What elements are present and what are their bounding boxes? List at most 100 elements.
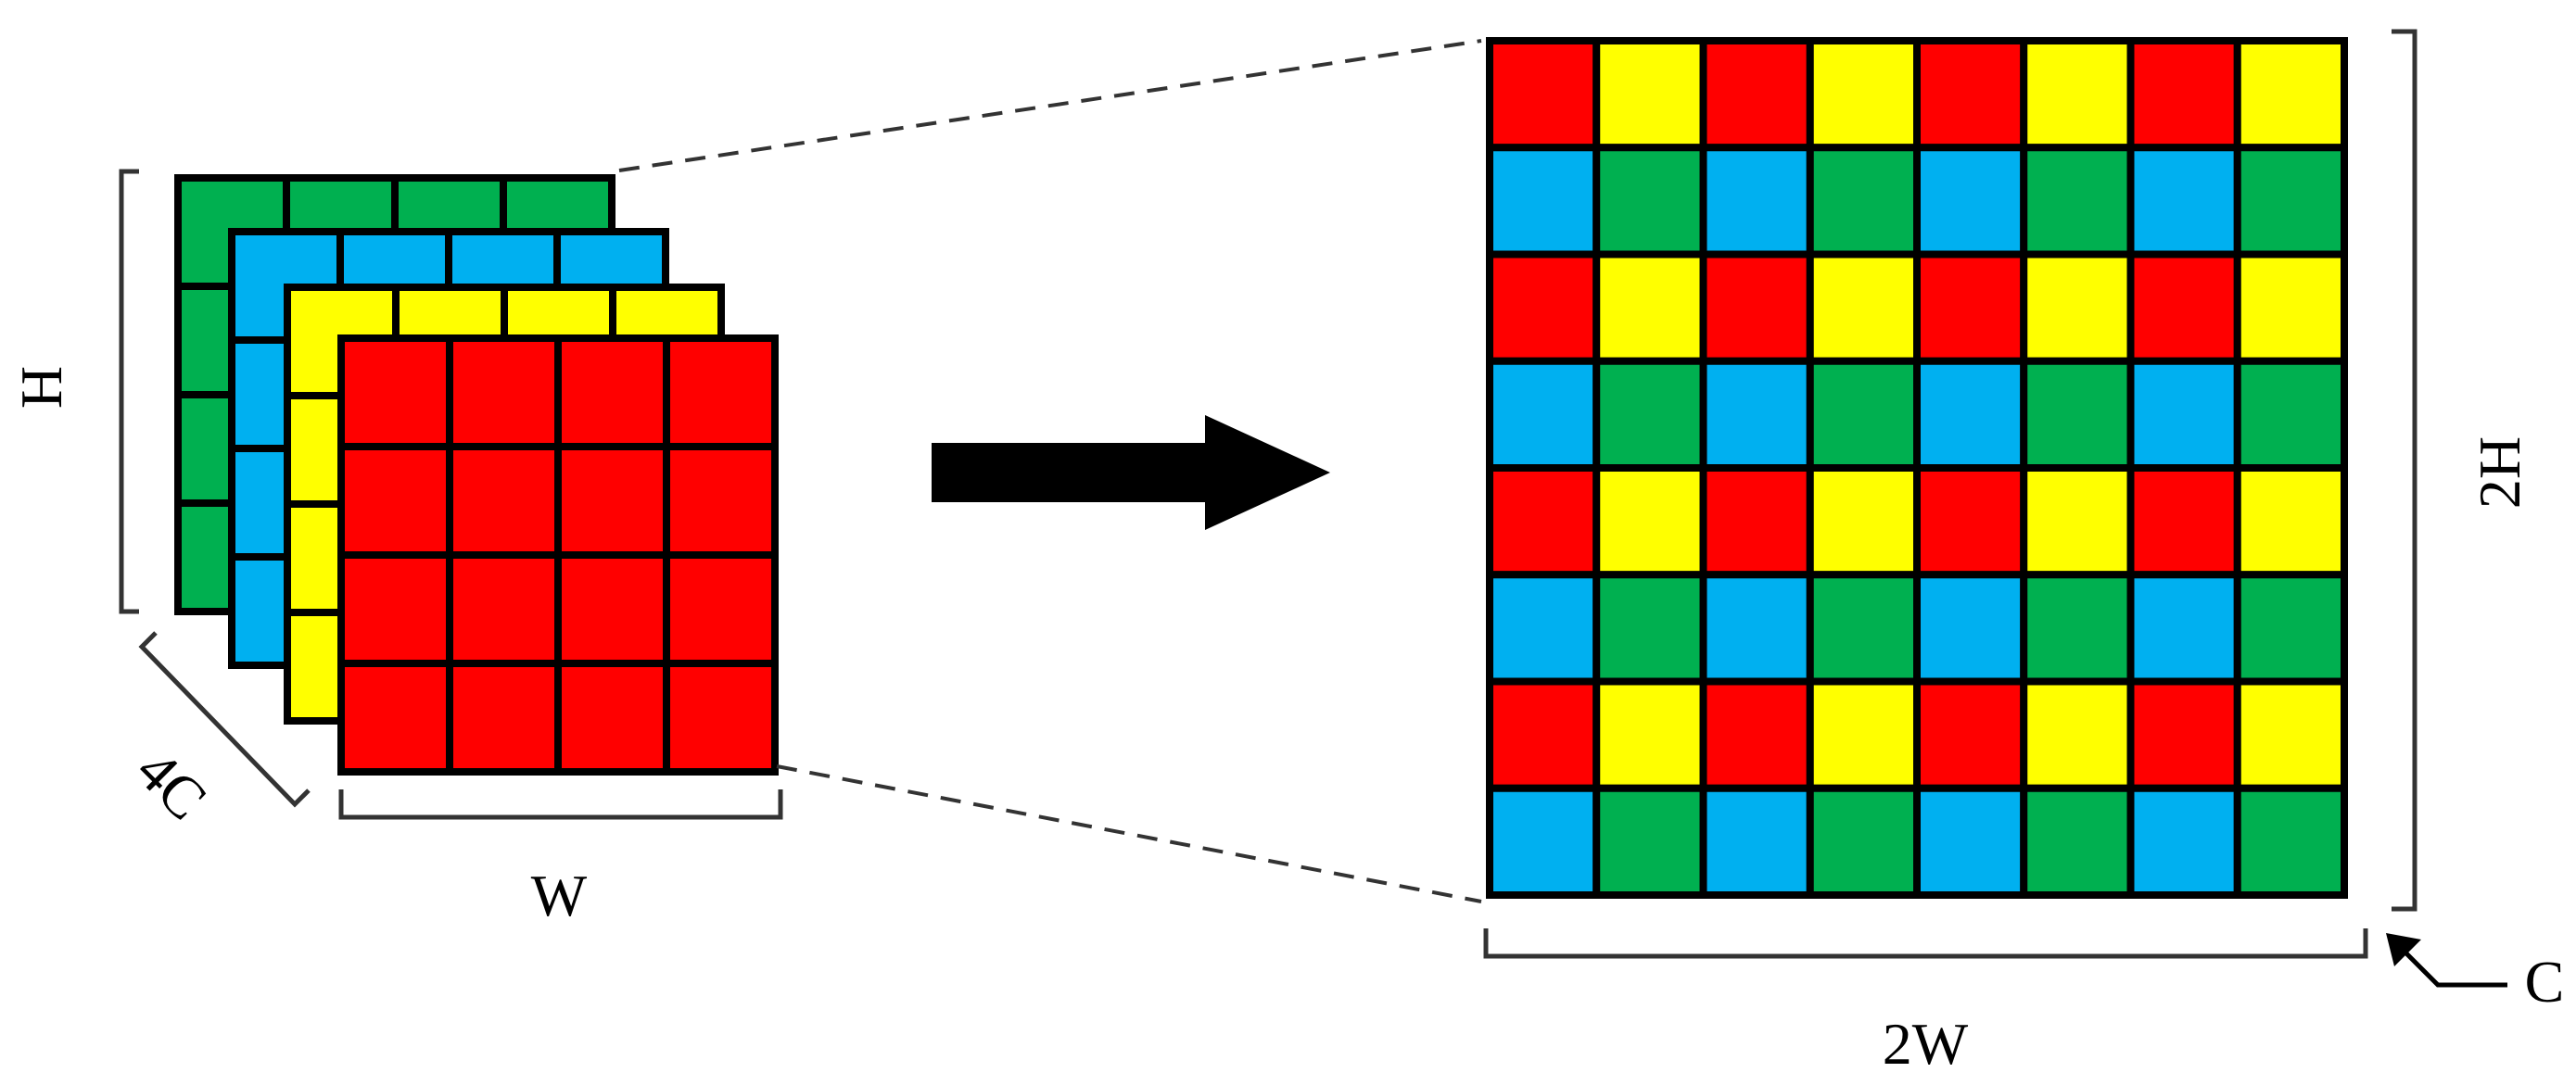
- output-cell: [1593, 464, 1707, 579]
- output-cell: [1806, 37, 1921, 152]
- output-cell: [2126, 37, 2241, 152]
- output-cell: [1486, 357, 1601, 472]
- width-bracket: [338, 789, 783, 820]
- output-cell: [2233, 357, 2348, 472]
- output-cell: [1913, 37, 2028, 152]
- output-cell: [2233, 144, 2348, 259]
- label-input-channels: 4C: [124, 737, 220, 832]
- output-cell: [1806, 144, 1921, 259]
- output-cell: [1806, 571, 1921, 686]
- output-cell: [1913, 784, 2028, 899]
- output-cell: [1486, 677, 1601, 792]
- input-layer-red: [337, 334, 779, 776]
- output-cell: [1593, 677, 1707, 792]
- output-height-bracket: [2392, 29, 2417, 912]
- output-cell: [2233, 464, 2348, 579]
- output-cell: [2233, 677, 2348, 792]
- output-feature-map: [1486, 37, 2348, 899]
- output-cell: [1913, 571, 2028, 686]
- output-cell: [1913, 144, 2028, 259]
- channel-pointer-arrow-icon: [2392, 940, 2507, 988]
- input-cell: [554, 334, 670, 450]
- output-cell: [1699, 784, 1814, 899]
- output-cell: [1699, 677, 1814, 792]
- output-cell: [1699, 571, 1814, 686]
- output-cell: [2126, 144, 2241, 259]
- label-output-height: 2H: [2467, 436, 2532, 509]
- output-cell: [1486, 37, 1601, 152]
- input-cell: [554, 443, 670, 559]
- input-cell: [446, 334, 562, 450]
- output-cell: [1806, 464, 1921, 579]
- input-cell: [446, 551, 562, 667]
- input-cell: [663, 443, 779, 559]
- input-cell: [337, 443, 453, 559]
- output-cell: [2020, 784, 2135, 899]
- output-cell: [1593, 784, 1707, 899]
- output-cell: [1593, 357, 1707, 472]
- input-cell: [554, 660, 670, 776]
- output-cell: [1699, 357, 1814, 472]
- input-cell: [337, 660, 453, 776]
- input-feature-maps: [174, 174, 779, 776]
- channels-bracket: [138, 631, 311, 808]
- output-cell: [1486, 144, 1601, 259]
- output-cell: [2233, 250, 2348, 365]
- input-cell: [337, 334, 453, 450]
- output-cell: [2126, 464, 2241, 579]
- output-cell: [2233, 37, 2348, 152]
- output-cell: [2020, 357, 2135, 472]
- input-cell: [446, 443, 562, 559]
- height-bracket: [119, 169, 139, 614]
- label-input-width: W: [531, 863, 588, 928]
- output-cell: [2126, 571, 2241, 686]
- output-cell: [2126, 357, 2241, 472]
- input-cell: [554, 551, 670, 667]
- output-cell: [1913, 250, 2028, 365]
- input-cell: [446, 660, 562, 776]
- input-cell: [663, 551, 779, 667]
- output-width-bracket: [1483, 928, 2368, 959]
- output-cell: [1699, 250, 1814, 365]
- output-cell: [1699, 144, 1814, 259]
- channel-pointer-arrowhead-icon: [2386, 933, 2421, 966]
- output-cell: [1806, 677, 1921, 792]
- output-cell: [2020, 144, 2135, 259]
- label-input-height: H: [8, 366, 74, 409]
- output-cell: [1913, 677, 2028, 792]
- output-cell: [2020, 571, 2135, 686]
- output-cell: [1593, 571, 1707, 686]
- output-cell: [2126, 250, 2241, 365]
- output-cell: [2020, 464, 2135, 579]
- label-output-width: 2W: [1883, 1011, 1969, 1077]
- output-cell: [1806, 784, 1921, 899]
- output-cell: [1699, 464, 1814, 579]
- output-cell: [1806, 250, 1921, 365]
- output-cell: [1913, 464, 2028, 579]
- output-cell: [2126, 784, 2241, 899]
- output-cell: [2020, 37, 2135, 152]
- output-cell: [1806, 357, 1921, 472]
- transform-arrow-icon: [932, 415, 1330, 530]
- output-cell: [1593, 37, 1707, 152]
- output-cell: [1486, 464, 1601, 579]
- input-cell: [663, 334, 779, 450]
- label-output-channels: C: [2525, 949, 2565, 1015]
- output-cell: [1699, 37, 1814, 152]
- output-cell: [2020, 250, 2135, 365]
- output-cell: [1486, 571, 1601, 686]
- output-cell: [1593, 144, 1707, 259]
- output-cell: [2126, 677, 2241, 792]
- output-cell: [1486, 250, 1601, 365]
- output-cell: [2233, 784, 2348, 899]
- output-cell: [2020, 677, 2135, 792]
- input-cell: [663, 660, 779, 776]
- projection-line-bottom: [776, 764, 1482, 903]
- output-cell: [1913, 357, 2028, 472]
- output-cell: [1593, 250, 1707, 365]
- input-cell: [337, 551, 453, 667]
- output-cell: [2233, 571, 2348, 686]
- projection-line-top: [618, 39, 1482, 172]
- output-cell: [1486, 784, 1601, 899]
